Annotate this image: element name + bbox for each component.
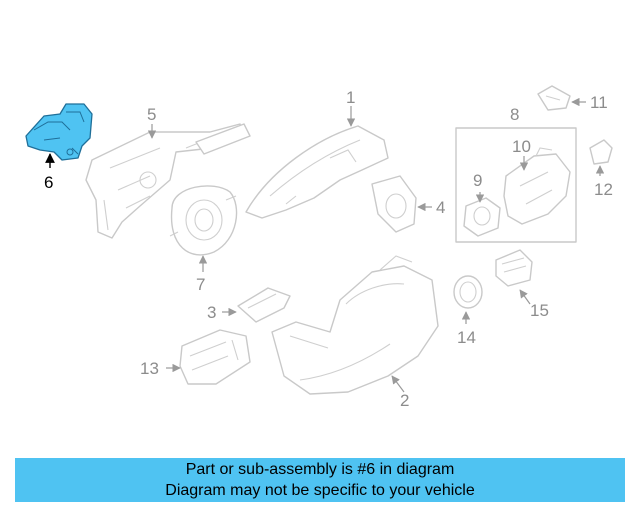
part-6-highlighted[interactable] bbox=[25, 103, 93, 161]
banner-line-1: Part or sub-assembly is #6 in diagram bbox=[185, 461, 455, 478]
part-14[interactable] bbox=[453, 275, 483, 309]
part-15[interactable] bbox=[495, 249, 533, 287]
banner-line-2: Diagram may not be specific to your vehi… bbox=[165, 482, 475, 499]
part-4[interactable] bbox=[371, 175, 417, 233]
part-9[interactable] bbox=[463, 197, 501, 237]
part-5[interactable] bbox=[85, 123, 251, 239]
callout-10: 10 bbox=[512, 137, 531, 156]
callout-6: 6 bbox=[44, 173, 53, 192]
part-1[interactable] bbox=[245, 125, 389, 219]
callout-9: 9 bbox=[473, 171, 482, 190]
part-12[interactable] bbox=[589, 139, 613, 165]
part-2[interactable] bbox=[271, 255, 439, 395]
callout-13: 13 bbox=[140, 359, 159, 378]
part-13[interactable] bbox=[179, 329, 251, 385]
callout-15: 15 bbox=[530, 301, 549, 320]
part-11[interactable] bbox=[537, 85, 571, 111]
info-banner: Part or sub-assembly is #6 in diagram Di… bbox=[15, 458, 625, 502]
part-3[interactable] bbox=[237, 287, 291, 323]
callout-4: 4 bbox=[436, 198, 445, 217]
callout-12: 12 bbox=[594, 180, 613, 199]
callout-3: 3 bbox=[207, 303, 216, 322]
callout-8: 8 bbox=[510, 105, 519, 124]
callout-11: 11 bbox=[590, 93, 608, 112]
leader-2 bbox=[391, 375, 405, 393]
leader-15 bbox=[519, 289, 531, 305]
part-10[interactable] bbox=[503, 147, 571, 225]
part-7[interactable] bbox=[169, 185, 238, 256]
callout-1: 1 bbox=[346, 88, 355, 107]
callout-2: 2 bbox=[400, 391, 409, 410]
callout-14: 14 bbox=[457, 328, 476, 347]
callout-7: 7 bbox=[196, 275, 205, 294]
callout-5: 5 bbox=[147, 105, 156, 124]
parts-diagram: 6 5 7 1 4 8 9 10 bbox=[25, 85, 613, 410]
